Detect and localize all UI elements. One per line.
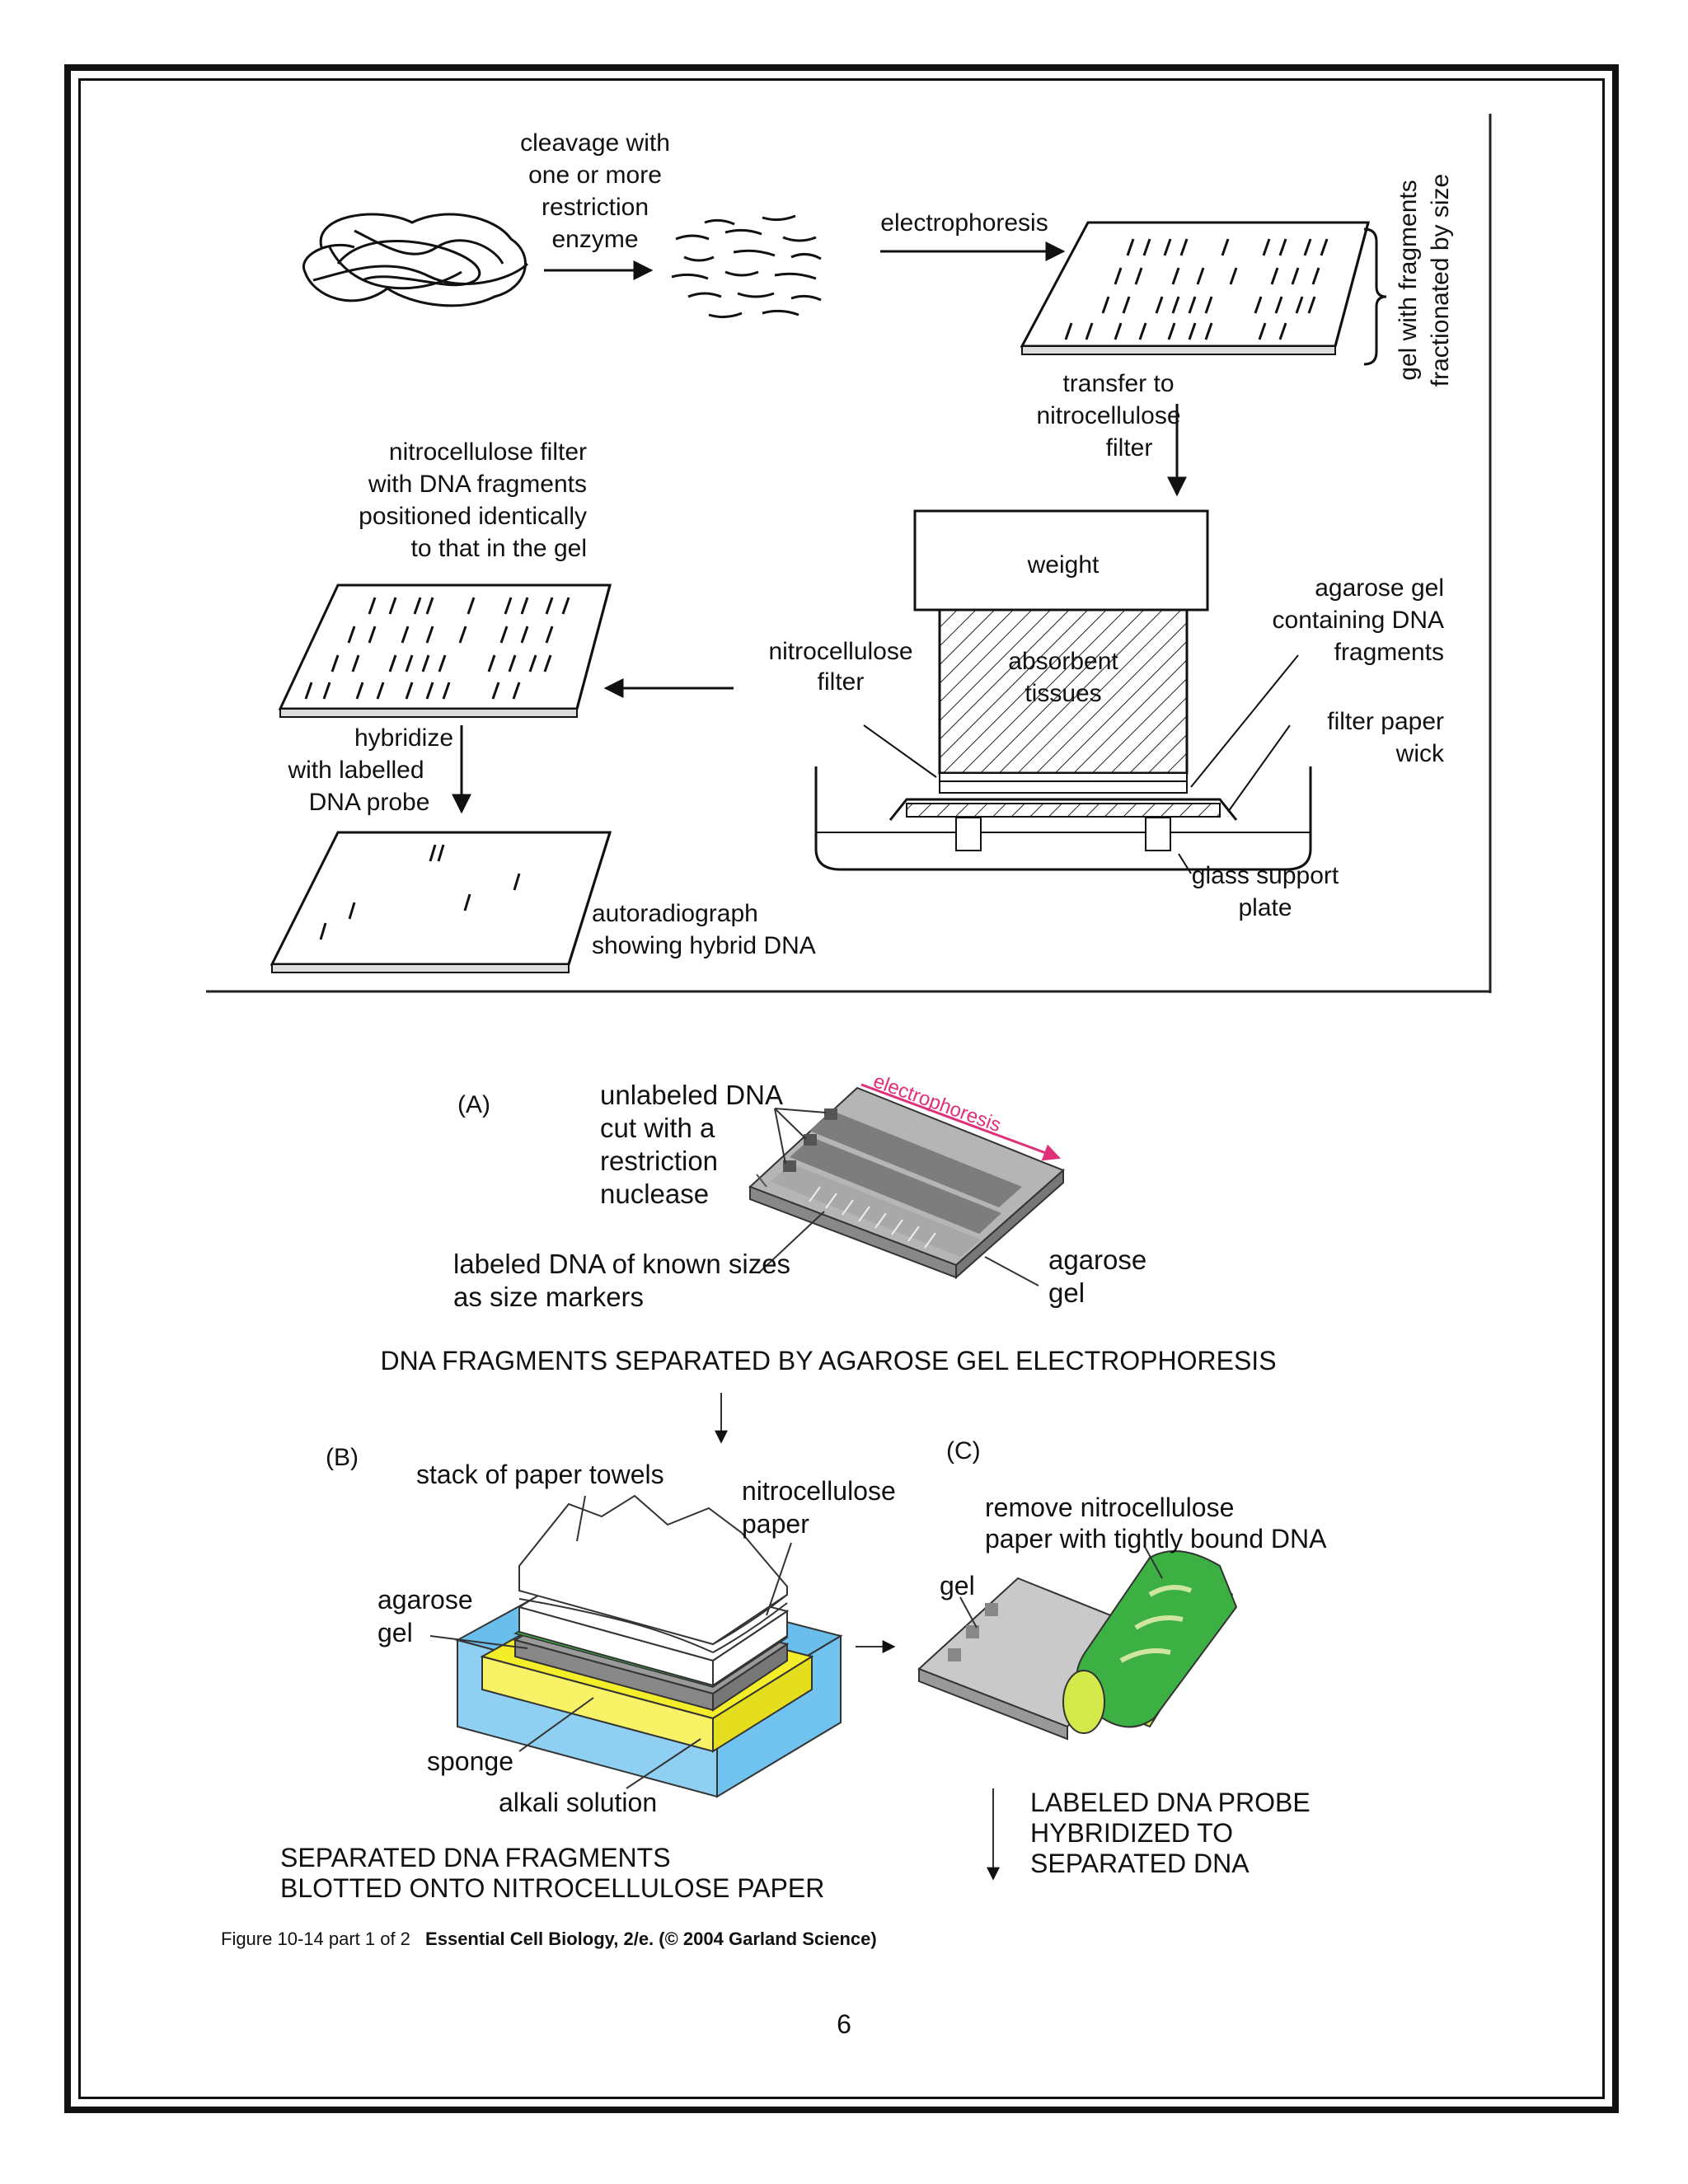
blot-apparatus <box>814 509 1312 874</box>
panel-b-alkali-label: alkali solution <box>499 1788 657 1817</box>
absorbent-label-1: absorbent <box>1008 648 1118 675</box>
gel-plate <box>1020 221 1370 355</box>
transfer-label-1: transfer to <box>1062 370 1174 397</box>
gel-fragments-label-2: fractionated by size <box>1427 174 1454 387</box>
panel-a-unlabeled-3: restriction <box>600 1146 718 1176</box>
absorbent-tissues <box>938 608 1189 775</box>
panel-c-tag: (C) <box>946 1437 981 1465</box>
cleavage-label-3: restriction <box>542 194 649 221</box>
electrophoresis-label: electrophoresis <box>880 209 1048 237</box>
panel-c-nitro-roll <box>1062 1550 1238 1734</box>
page-inner-border <box>78 78 1605 2099</box>
dna-fragments <box>671 214 822 319</box>
hybridize-label-3: DNA probe <box>309 789 430 816</box>
panel-b-tag: (B) <box>326 1444 359 1471</box>
nitro-filter-label-2: filter <box>818 668 865 696</box>
panel-c-remove-leader <box>1143 1544 1163 1579</box>
transfer-label-2: nitrocellulose <box>1036 402 1180 429</box>
panel-b-sponge-label: sponge <box>427 1746 513 1776</box>
leader-agarose <box>1190 654 1299 788</box>
nitro-filter-plate <box>278 583 612 718</box>
panel-b-towels <box>517 1494 790 1687</box>
panel-a-electrophoresis-arrow <box>860 1083 1061 1161</box>
panel-a-leaders <box>757 1108 1039 1286</box>
panel-a-unlabeled-1: unlabeled DNA <box>600 1080 783 1110</box>
panel-a: (A) electrophoresis unlabeled <box>380 1070 1277 1444</box>
panel-a-tag: (A) <box>457 1091 490 1118</box>
weight-block <box>913 509 1209 612</box>
panel-c-caption-3: SEPARATED DNA <box>1030 1849 1250 1878</box>
genomic-dna-tangle <box>302 213 529 307</box>
panel-c-caption-2: HYBRIDIZED TO <box>1030 1818 1233 1848</box>
filter-paper <box>906 803 1221 818</box>
cleavage-label-2: one or more <box>528 162 662 189</box>
transfer-label-3: filter <box>1106 434 1153 462</box>
panel-b-nitro-label-1: nitrocellulose <box>742 1476 896 1506</box>
panel-c-gel-leader <box>959 1596 978 1629</box>
gel-fragments-label-1: gel with fragments <box>1395 180 1422 380</box>
leader-filter-paper <box>1227 724 1291 813</box>
glass-label-2: plate <box>1238 894 1292 921</box>
panel-c: (C) remove nitrocellulose paper with ti <box>917 1437 1327 1881</box>
panel-a-caption: DNA FRAGMENTS SEPARATED BY AGAROSE GEL E… <box>380 1346 1276 1376</box>
hybridize-label-2: with labelled <box>287 757 424 784</box>
nitrocellulose-layer <box>939 772 1188 782</box>
panel-c-remove-1: remove nitrocellulose <box>985 1493 1234 1522</box>
support-leg-left <box>955 817 982 851</box>
autorad-label-2: showing hybrid DNA <box>592 932 816 959</box>
glass-label-1: glass support <box>1192 862 1339 889</box>
panel-c-remove-2: paper with tightly bound DNA <box>985 1524 1327 1554</box>
hybridize-label-1: hybridize <box>354 724 453 752</box>
agarose-label-2: containing DNA <box>1273 607 1444 634</box>
weight-label: weight <box>1027 551 1100 579</box>
panel-b-agarose-label-2: gel <box>377 1618 413 1647</box>
support-leg-right <box>1145 817 1171 851</box>
nitro-desc-4: to that in the gel <box>411 535 588 562</box>
panel-b-agarose-label-1: agarose <box>377 1585 473 1615</box>
nitro-filter-label-1: nitrocellulose <box>768 638 912 665</box>
panel-c-gel-label: gel <box>940 1571 975 1601</box>
panel-a-labeled-2: as size markers <box>453 1282 644 1312</box>
panel-b-leaders <box>429 1495 792 1789</box>
panel-a-labeled-1: labeled DNA of known sizes <box>453 1249 790 1279</box>
panel-a-agarose-2: gel <box>1048 1277 1085 1308</box>
absorbent-label-2: tissues <box>1025 680 1101 707</box>
nitro-desc-2: with DNA fragments <box>368 471 587 498</box>
cleavage-label-1: cleavage with <box>520 129 670 157</box>
figure-caption-prefix: Figure 10-14 part 1 of 2 <box>221 1929 410 1949</box>
filter-wick <box>889 798 1238 821</box>
leader-glass-plate <box>1178 853 1192 874</box>
figure-caption-source: Essential Cell Biology, 2/e. (© 2004 Gar… <box>425 1929 877 1949</box>
top-figure: cleavage with one or more restriction en… <box>206 114 1492 993</box>
panel-a-unlabeled-4: nuclease <box>600 1179 709 1209</box>
panel-b-caption-2: BLOTTED ONTO NITROCELLULOSE PAPER <box>280 1873 824 1903</box>
filter-paper-label-1: filter paper <box>1327 708 1444 735</box>
gel-brace <box>1363 227 1387 366</box>
page-outer-border <box>64 64 1619 2113</box>
nitro-desc-1: nitrocellulose filter <box>389 438 587 466</box>
filter-paper-label-2: wick <box>1395 740 1445 767</box>
agarose-label-3: fragments <box>1334 639 1444 666</box>
panel-b: (B) <box>280 1444 896 1903</box>
panel-a-unlabeled-2: cut with a <box>600 1113 715 1143</box>
panel-b-towels-label: stack of paper towels <box>416 1460 664 1489</box>
nitro-desc-3: positioned identically <box>359 503 587 530</box>
panel-a-agarose-1: agarose <box>1048 1244 1146 1275</box>
panel-c-caption-1: LABELED DNA PROBE <box>1030 1788 1311 1817</box>
cleavage-label-4: enzyme <box>551 226 638 253</box>
page-number: 6 <box>837 2009 851 2039</box>
autorad-label-1: autoradiograph <box>592 900 758 927</box>
autoradiograph-plate <box>270 831 612 973</box>
leader-nitro-filter <box>863 724 937 778</box>
agarose-gel-layer <box>939 780 1188 794</box>
buffer-tray <box>814 766 1312 871</box>
panel-b-caption-1: SEPARATED DNA FRAGMENTS <box>280 1843 671 1872</box>
agarose-label-1: agarose gel <box>1315 574 1444 602</box>
figure-caption: Figure 10-14 part 1 of 2 Essential Cell … <box>221 1929 877 1949</box>
panel-a-gel <box>748 1086 1065 1280</box>
panel-b-nitro-label-2: paper <box>742 1509 809 1539</box>
